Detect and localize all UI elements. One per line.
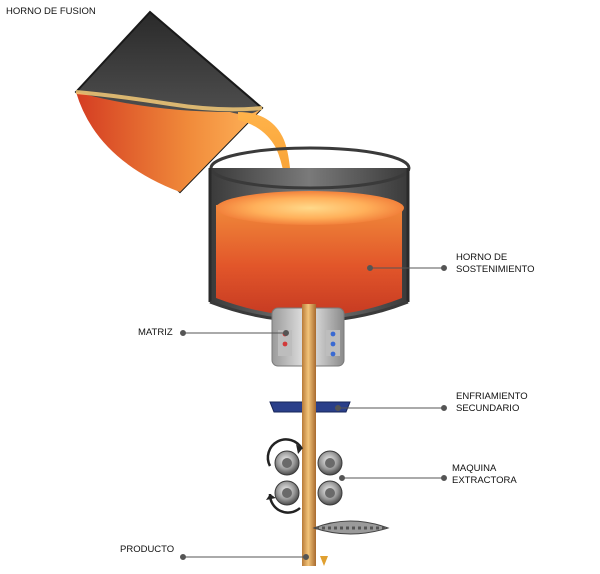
label-matriz: MATRIZ xyxy=(138,327,173,338)
extraction-machine xyxy=(266,438,343,514)
melting-furnace-ladle xyxy=(74,10,264,194)
label-horno-fusion: HORNO DE FUSION xyxy=(6,6,96,17)
label-horno-sostenimiento: HORNO DE SOSTENIMIENTO xyxy=(456,252,534,276)
label-producto: PRODUCTO xyxy=(120,544,175,555)
holding-furnace xyxy=(208,146,411,323)
label-line: SOSTENIMIENTO xyxy=(456,264,535,275)
label-maquina: MAQUINA EXTRACTORA xyxy=(452,463,517,487)
cutter-wheel xyxy=(312,520,390,535)
label-enfriamiento: ENFRIAMIENTO SECUNDARIO xyxy=(456,391,528,415)
cast-rod xyxy=(302,304,316,566)
label-line: ENFRIAMIENTO xyxy=(456,391,528,402)
output-arrow-icon xyxy=(320,556,328,566)
leader-lines xyxy=(180,265,447,560)
pouring-stream xyxy=(238,112,292,212)
rotation-arrow-icon xyxy=(266,438,304,467)
label-line: SECUNDARIO xyxy=(456,403,520,414)
label-line: MAQUINA xyxy=(452,463,497,474)
label-line: EXTRACTORA xyxy=(452,475,517,486)
label-line: HORNO DE xyxy=(456,252,508,263)
